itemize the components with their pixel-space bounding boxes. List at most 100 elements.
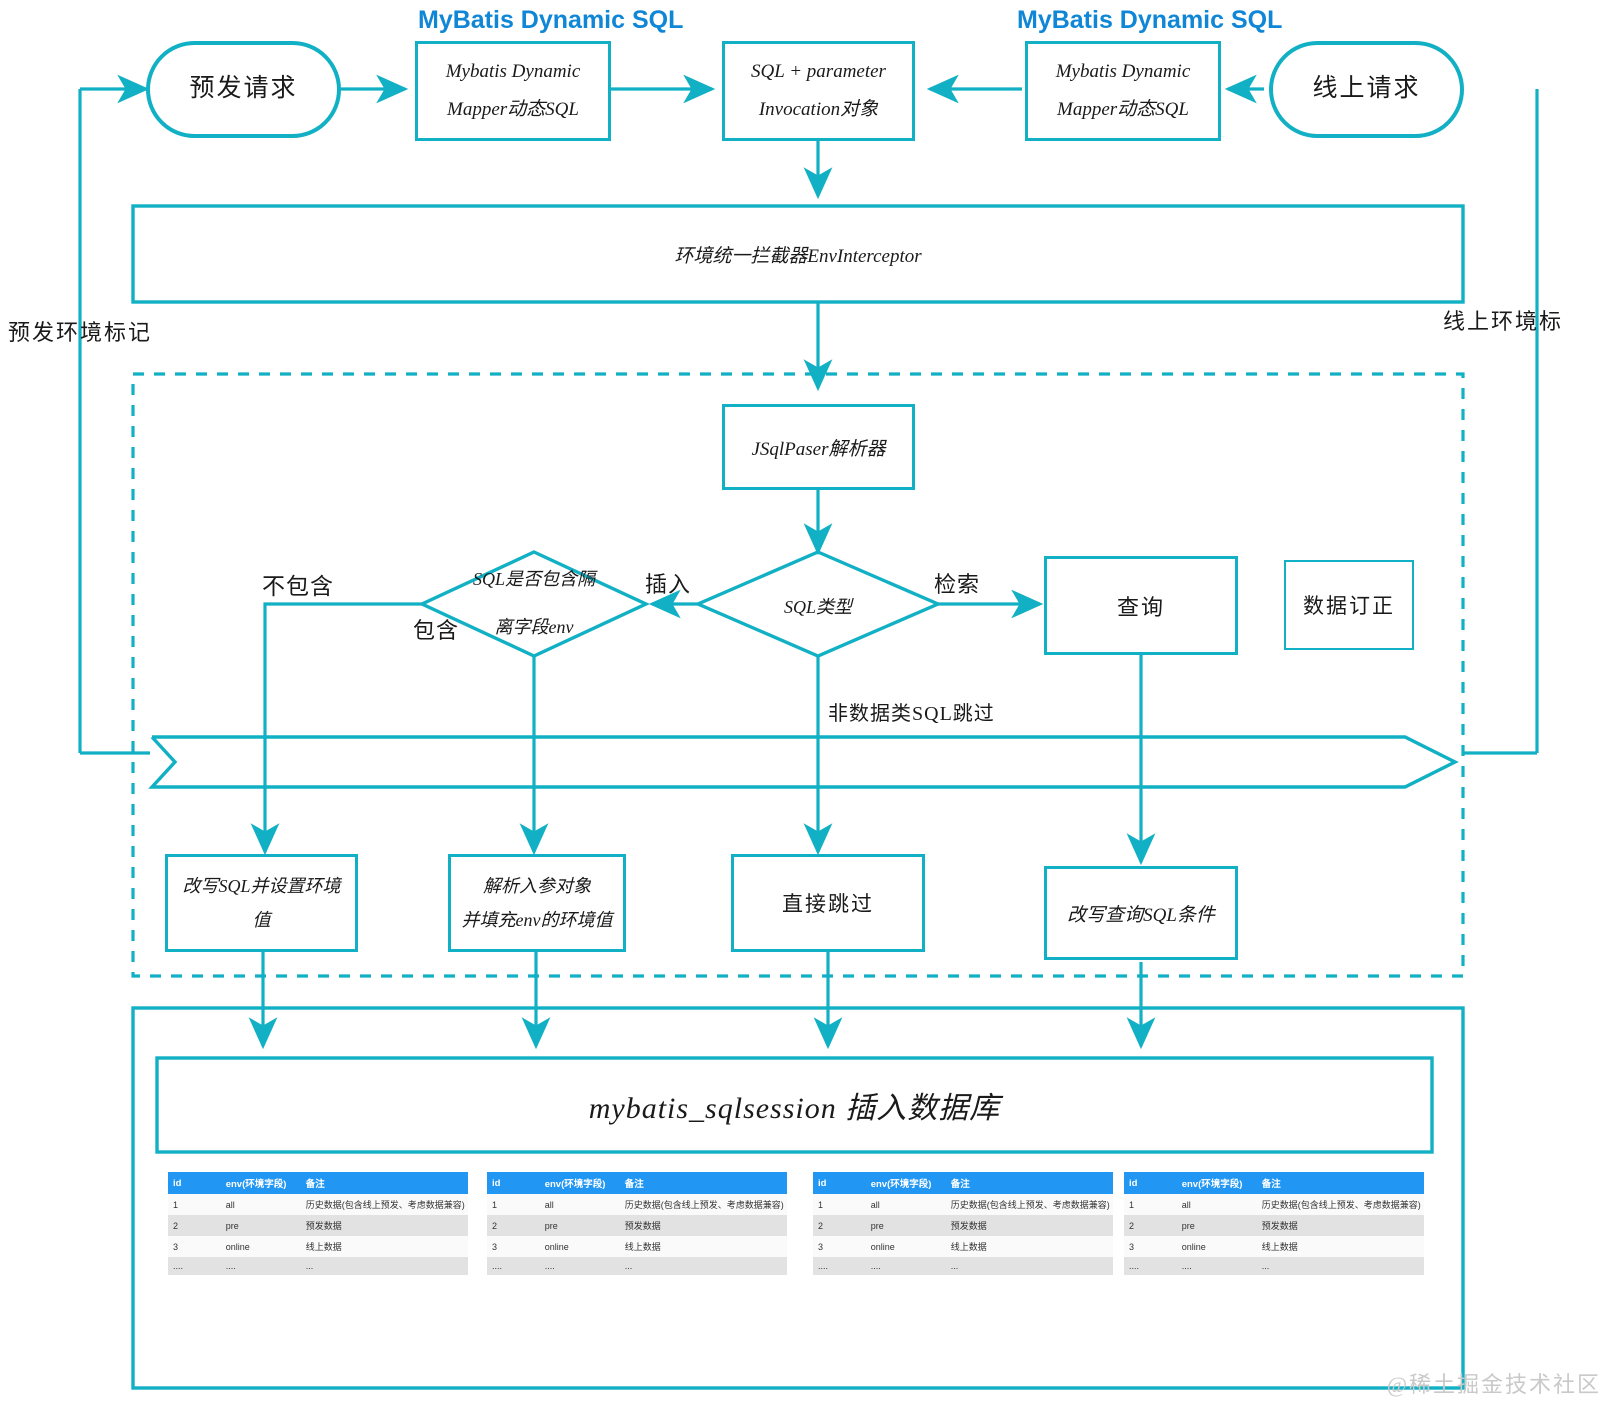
- table-cell-id: 1: [168, 1194, 221, 1215]
- node-mapper-left[interactable]: Mybatis Dynamic Mapper动态SQL: [415, 41, 611, 141]
- node-env-interceptor[interactable]: 环境统一拦截器EnvInterceptor: [133, 206, 1463, 302]
- table-cell-env: all: [865, 1194, 946, 1215]
- title-mybatis-right: MyBatis Dynamic SQL: [1017, 6, 1283, 34]
- node-sqlsession-insert-db[interactable]: mybatis_sqlsession 插入数据库: [157, 1058, 1432, 1152]
- table-cell-remark: 预发数据: [1256, 1215, 1424, 1236]
- edge-label-contains: 包含: [413, 618, 460, 643]
- table-cell-remark: 历史数据(包含线上预发、考虑数据兼容): [300, 1194, 468, 1215]
- table-cell-remark: 线上数据: [619, 1236, 787, 1257]
- table-cell-env: all: [539, 1194, 620, 1215]
- edge-label-skip-non-data: 非数据类SQL跳过: [828, 703, 995, 725]
- node-query[interactable]: 查询: [1044, 556, 1238, 655]
- edge-label-insert: 插入: [645, 572, 692, 597]
- table-header-cell: id: [487, 1172, 540, 1194]
- node-sql-parameter[interactable]: SQL + parameter Invocation对象: [722, 41, 915, 141]
- table-header-cell: 备注: [300, 1172, 468, 1194]
- node-parse-param-line1: 解析入参对象: [483, 875, 591, 896]
- table-row: ...........: [487, 1257, 787, 1275]
- table-header-cell: env(环境字段): [865, 1172, 946, 1194]
- label-pre-env-flag: 预发环境标记: [8, 320, 153, 345]
- node-mapper-right-line1: Mybatis Dynamic: [1055, 61, 1191, 83]
- node-data-fix[interactable]: 数据订正: [1284, 560, 1414, 650]
- table-cell-remark: 线上数据: [945, 1236, 1113, 1257]
- table-cell-env: ....: [865, 1257, 946, 1275]
- node-jsqlparser[interactable]: JSqlPaser解析器: [722, 404, 915, 490]
- edge-label-not-contains: 不包含: [262, 574, 334, 599]
- table-header-cell: env(环境字段): [1176, 1172, 1257, 1194]
- table-cell-env: pre: [1176, 1215, 1257, 1236]
- table-cell-id: ....: [168, 1257, 221, 1275]
- table-header-cell: id: [1124, 1172, 1177, 1194]
- node-parse-param-fill-env[interactable]: 解析入参对象 并填充env的环境值: [448, 854, 626, 952]
- node-direct-skip[interactable]: 直接跳过: [731, 854, 925, 952]
- title-mybatis-left: MyBatis Dynamic SQL: [418, 6, 684, 34]
- node-data-fix-label: 数据订正: [1303, 594, 1395, 618]
- node-rewrite-query-sql-label: 改写查询SQL条件: [1067, 904, 1215, 926]
- table-cell-remark: ...: [945, 1257, 1113, 1275]
- node-direct-skip-label: 直接跳过: [782, 892, 874, 916]
- table-header-cell: id: [168, 1172, 221, 1194]
- table-header-cell: id: [813, 1172, 866, 1194]
- table-cell-env: online: [1176, 1236, 1257, 1257]
- node-pre-request[interactable]: 预发请求: [146, 41, 341, 138]
- node-mapper-right[interactable]: Mybatis Dynamic Mapper动态SQL: [1025, 41, 1221, 141]
- node-rewrite-sql-env-line2: 值: [252, 910, 271, 930]
- table-header-cell: 备注: [619, 1172, 787, 1194]
- node-mapper-right-line2: Mapper动态SQL: [1057, 99, 1189, 120]
- table-cell-remark: ...: [619, 1257, 787, 1275]
- table-cell-remark: 历史数据(包含线上预发、考虑数据兼容): [945, 1194, 1113, 1215]
- table-cell-remark: 历史数据(包含线上预发、考虑数据兼容): [1256, 1194, 1424, 1215]
- table-header-cell: 备注: [1256, 1172, 1424, 1194]
- node-online-request-label: 线上请求: [1312, 75, 1421, 103]
- table-cell-remark: 线上数据: [300, 1236, 468, 1257]
- table-cell-env: all: [220, 1194, 301, 1215]
- table-cell-id: 1: [487, 1194, 540, 1215]
- table-cell-remark: ...: [1256, 1257, 1424, 1275]
- table-cell-id: 3: [168, 1236, 221, 1257]
- table-cell-id: 2: [1124, 1215, 1177, 1236]
- table-cell-id: ....: [1124, 1257, 1177, 1275]
- decision-env-check-line2: 离字段env: [494, 617, 574, 637]
- label-online-env-flag: 线上环境标: [1443, 309, 1564, 334]
- table-cell-remark: 线上数据: [1256, 1236, 1424, 1257]
- watermark: @稀土掘金技术社区: [1386, 1372, 1601, 1397]
- table-cell-id: 2: [813, 1215, 866, 1236]
- node-mapper-left-line1: Mybatis Dynamic: [445, 61, 581, 83]
- table-cell-remark: ...: [300, 1257, 468, 1275]
- node-sqlsession-label: mybatis_sqlsession 插入数据库: [588, 1092, 1001, 1125]
- node-env-interceptor-label: 环境统一拦截器EnvInterceptor: [674, 245, 922, 267]
- table-cell-id: 1: [1124, 1194, 1177, 1215]
- node-sql-parameter-line2: Invocation对象: [758, 99, 879, 120]
- node-online-request[interactable]: 线上请求: [1269, 41, 1464, 138]
- node-pre-request-label: 预发请求: [189, 75, 298, 103]
- table-cell-id: 2: [487, 1215, 540, 1236]
- table-cell-env: pre: [220, 1215, 301, 1236]
- decision-sql-type: SQL类型: [783, 597, 852, 617]
- table-cell-env: all: [1176, 1194, 1257, 1215]
- table-header-cell: env(环境字段): [220, 1172, 301, 1194]
- table-row: ...........: [813, 1257, 1113, 1275]
- table-header-cell: 备注: [945, 1172, 1113, 1194]
- node-rewrite-query-sql[interactable]: 改写查询SQL条件: [1044, 866, 1238, 960]
- node-jsqlparser-label: JSqlPaser解析器: [751, 438, 886, 460]
- node-rewrite-sql-env[interactable]: 改写SQL并设置环境 值: [165, 854, 358, 952]
- table-cell-id: 3: [813, 1236, 866, 1257]
- node-mapper-left-line2: Mapper动态SQL: [447, 99, 579, 120]
- table-cell-remark: 预发数据: [619, 1215, 787, 1236]
